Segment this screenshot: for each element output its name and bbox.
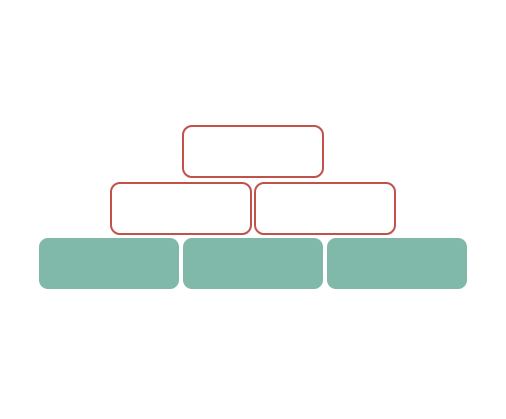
- pyramid-blocks: [39, 125, 467, 289]
- pyramid-block-row2-1: [110, 182, 252, 235]
- pyramid-block-row2-2: [254, 182, 396, 235]
- pyramid-block-row3-3: [327, 238, 467, 289]
- pyramid-block-row1-1: [182, 125, 324, 178]
- pyramid-block-row3-2: [183, 238, 323, 289]
- pyramid-block-row3-1: [39, 238, 179, 289]
